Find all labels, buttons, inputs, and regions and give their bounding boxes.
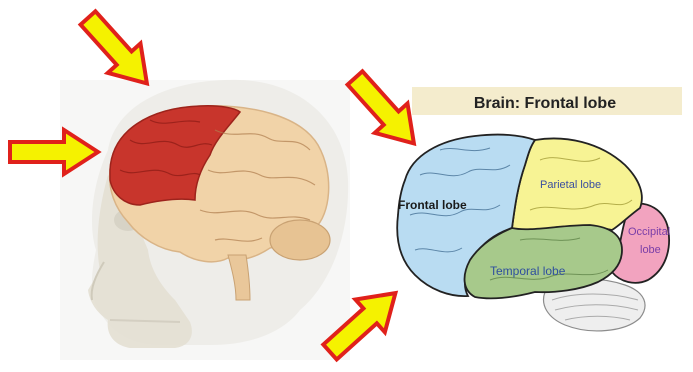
cerebellum [270, 220, 330, 260]
panel-title: Brain: Frontal lobe [474, 95, 616, 112]
label-occipital-lobe-line1: Occipital [628, 226, 670, 238]
label-temporal-lobe: Temporal lobe [490, 264, 566, 278]
label-occipital-lobe-line2: lobe [640, 244, 661, 256]
label-parietal-lobe: Parietal lobe [540, 179, 601, 191]
left-panel [60, 80, 350, 360]
label-frontal-lobe: Frontal lobe [398, 198, 467, 212]
